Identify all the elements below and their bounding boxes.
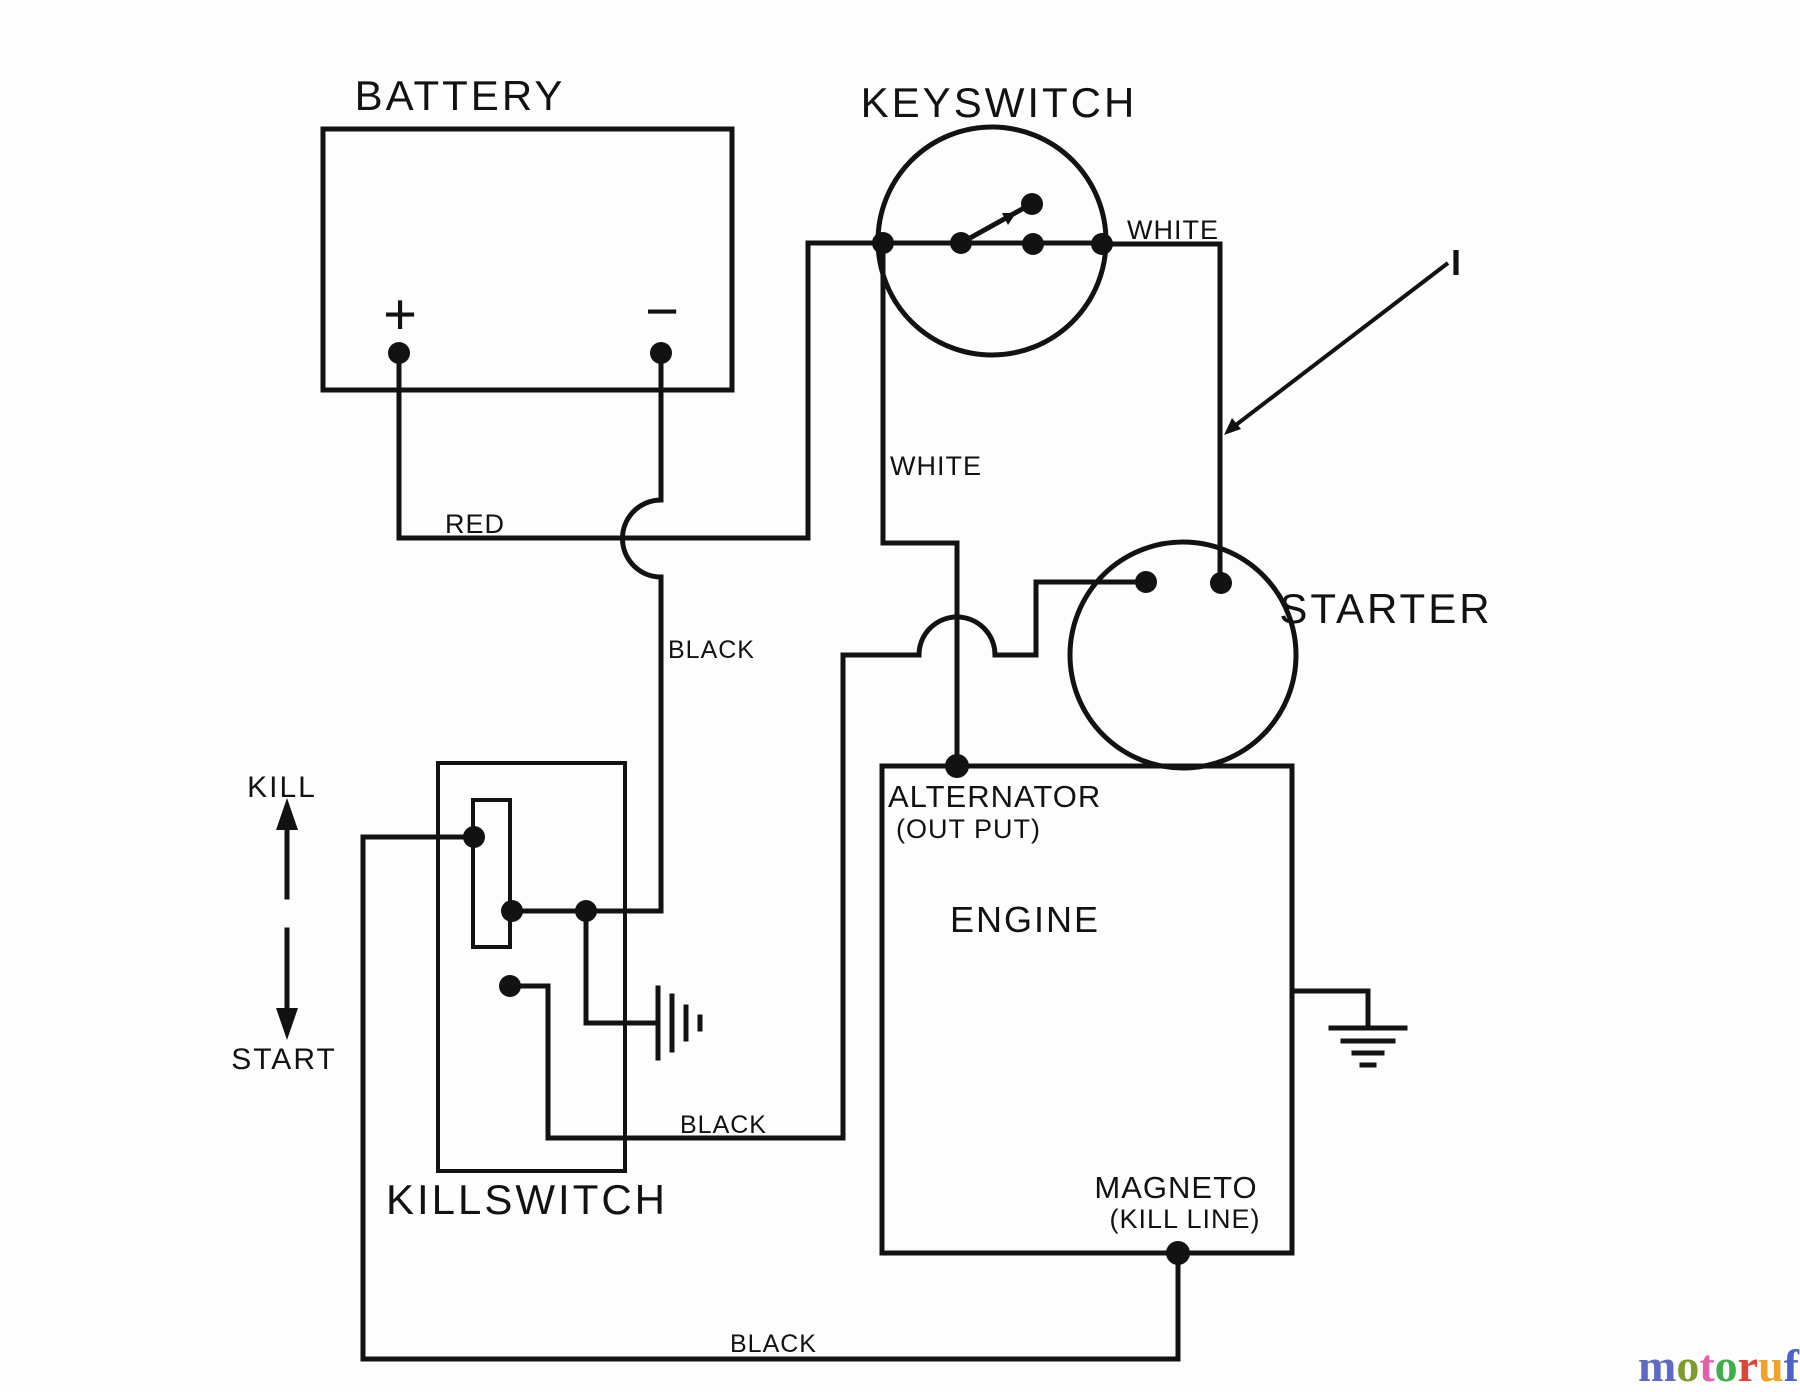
ground-symbol-engine [1328, 1025, 1408, 1068]
wire-label-white-right: WHITE [1127, 215, 1219, 245]
ground-symbol-killswitch [655, 985, 703, 1061]
battery-minus-terminal-dot [650, 342, 672, 364]
battery-plus-terminal-dot [388, 342, 410, 364]
keyswitch-lever-arrowhead [1002, 213, 1016, 225]
wire-white-keyswitch-to-alternator [880, 240, 960, 769]
magneto-kill-line-label: (KILL LINE) [1109, 1204, 1260, 1234]
killswitch-box [436, 761, 627, 1173]
starter-label: STARTER [1279, 585, 1492, 632]
callout-leader-arrowhead [1224, 418, 1241, 435]
magneto-label: MAGNETO [1094, 1170, 1257, 1205]
keyswitch-contact-dot-2 [1022, 233, 1044, 255]
callout-leader-line [1226, 261, 1450, 433]
alternator-label: ALTERNATOR [888, 779, 1101, 814]
keyswitch-left-node-dot [872, 232, 894, 254]
wire-black-battery-to-killswitch [509, 350, 664, 914]
start-label: START [231, 1043, 337, 1076]
wire-black-kill-line-to-magneto [360, 834, 1181, 1362]
starter-circle [1067, 539, 1299, 771]
starter-left-terminal-dot [1135, 571, 1157, 593]
killswitch-start-terminal-dot [499, 975, 521, 997]
kill-arrow-up-head [276, 798, 298, 830]
logo-letter-m: m [1638, 1340, 1676, 1391]
wire-label-black-battery: BLACK [668, 636, 755, 664]
alternator-output-label: (OUT PUT) [896, 814, 1041, 844]
wire-engine-to-ground [1289, 988, 1371, 1029]
wire-black-killswitch-to-starter [507, 579, 1149, 1141]
logo-letter-t: t [1699, 1340, 1715, 1391]
killswitch-ground-terminal-dot [575, 900, 597, 922]
wire-killswitch-to-ground [583, 908, 659, 1026]
battery-box [320, 126, 735, 393]
killswitch-inner-contact-block [471, 798, 512, 949]
keyswitch-lever-tip-dot [1021, 193, 1043, 215]
starter-right-terminal-dot [1210, 572, 1232, 594]
keyswitch-label: KEYSWITCH [861, 79, 1138, 126]
callout-mark-label: I [1451, 242, 1461, 283]
alternator-output-node-dot [945, 754, 969, 778]
logo-letter-u: u [1758, 1340, 1784, 1391]
wire-label-white-down: WHITE [890, 451, 982, 481]
wire-red-battery-to-keyswitch [396, 240, 886, 541]
battery-plus-sign: + [383, 282, 417, 347]
battery-minus-sign: − [645, 279, 679, 344]
engine-label: ENGINE [950, 899, 1100, 940]
killswitch-label: KILLSWITCH [386, 1176, 668, 1223]
start-arrow-down-head [276, 1008, 298, 1040]
battery-label: BATTERY [355, 72, 566, 119]
kill-label: KILL [247, 771, 317, 804]
magneto-node-dot [1166, 1241, 1190, 1265]
wire-label-black-start: BLACK [680, 1111, 767, 1139]
wire-white-keyswitch-to-starter [1099, 241, 1223, 586]
killswitch-kill-terminal-dot [463, 826, 485, 848]
logo-letter-o1: o [1676, 1340, 1699, 1391]
motoruf-logo: motoruf*.de [1638, 1339, 1800, 1391]
keyswitch-right-node-dot [1091, 233, 1113, 255]
keyswitch-contact-dot-1 [950, 232, 972, 254]
wire-label-black-kill: BLACK [730, 1330, 817, 1358]
killswitch-common-terminal-dot [501, 900, 523, 922]
wire-label-red: RED [445, 509, 505, 539]
engine-box [879, 763, 1295, 1256]
logo-letter-o2: o [1715, 1340, 1738, 1391]
logo-letter-r: r [1738, 1340, 1758, 1391]
logo-letter-f: f [1784, 1340, 1800, 1391]
